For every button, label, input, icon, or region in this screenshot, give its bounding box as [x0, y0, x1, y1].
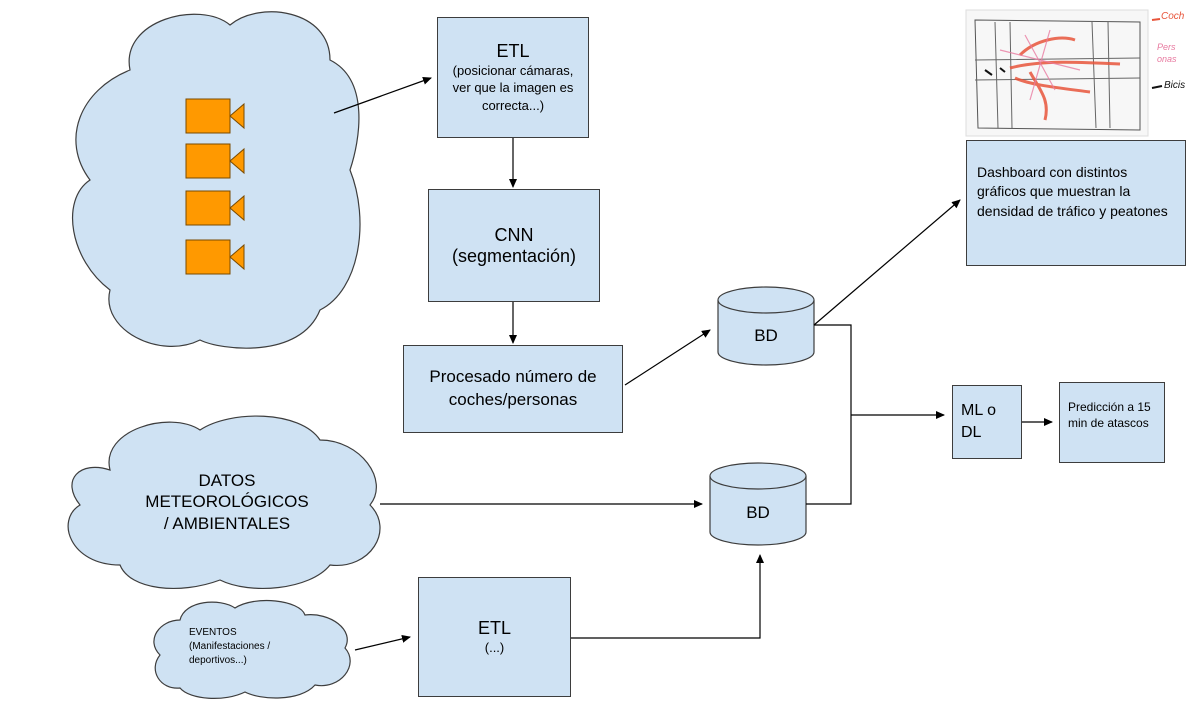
cnn-box: CNN (segmentación): [428, 189, 600, 302]
procesado-text: Procesado número de coches/personas: [429, 367, 597, 409]
sketch-legend-personas: Pers onas: [1157, 42, 1177, 64]
camera-icon: [185, 190, 245, 226]
bd-top-cylinder: [717, 286, 815, 366]
etl-cameras-subtitle: (posicionar cámaras, ver que la imagen e…: [452, 62, 574, 113]
bd-top-label: BD: [754, 326, 778, 345]
ml-box: ML o DL: [952, 385, 1022, 459]
camera-icon: [185, 98, 245, 134]
bd-bottom-cylinder: [709, 462, 807, 546]
datos-line2: METEOROLÓGICOS: [145, 492, 309, 512]
bd-bottom-label: BD: [746, 503, 770, 522]
dashboard-box: Dashboard con distintos gráficos que mue…: [966, 140, 1186, 266]
etl-bottom-box: ETL (...): [418, 577, 571, 697]
datos-cloud: [67, 415, 381, 590]
camera-icon: [185, 239, 245, 275]
sketch-legend-coch: Coch: [1161, 11, 1185, 22]
cameras-cloud: [71, 11, 361, 349]
etl-cameras-title: ETL: [496, 40, 530, 61]
datos-line1: DATOS: [198, 471, 256, 490]
etl-bottom-title: ETL: [477, 617, 511, 638]
eventos-line1: EVENTOS: [189, 627, 237, 638]
eventos-line3: deportivos...): [189, 655, 247, 666]
dashboard-sketch: [965, 9, 1163, 137]
connectors: [333, 76, 1053, 651]
procesado-box: Procesado número de coches/personas: [403, 345, 623, 433]
datos-line3: / AMBIENTALES: [163, 513, 291, 533]
camera-icon: [185, 143, 245, 179]
eventos-cloud: [153, 599, 351, 699]
prediccion-box: Predicción a 15 min de atascos: [1059, 382, 1165, 463]
sketch-legend-bicis: Bicis: [1164, 80, 1186, 91]
ml-text: ML o DL: [961, 402, 996, 441]
eventos-cloud-label: EVENTOS (Manifestaciones / deportivos...…: [189, 626, 339, 668]
prediccion-text: Predicción a 15 min de atascos: [1068, 400, 1151, 431]
cnn-line1: CNN: [494, 224, 534, 245]
datos-cloud-label: DATOS METEOROLÓGICOS / AMBIENTALES: [92, 470, 362, 534]
etl-bottom-subtitle: (...): [484, 639, 505, 655]
eventos-line2: (Manifestaciones /: [189, 641, 271, 652]
etl-cameras-box: ETL (posicionar cámaras, ver que la imag…: [437, 17, 589, 138]
dashboard-text: Dashboard con distintos gráficos que mue…: [977, 164, 1168, 219]
cnn-line2: (segmentación): [451, 245, 577, 266]
